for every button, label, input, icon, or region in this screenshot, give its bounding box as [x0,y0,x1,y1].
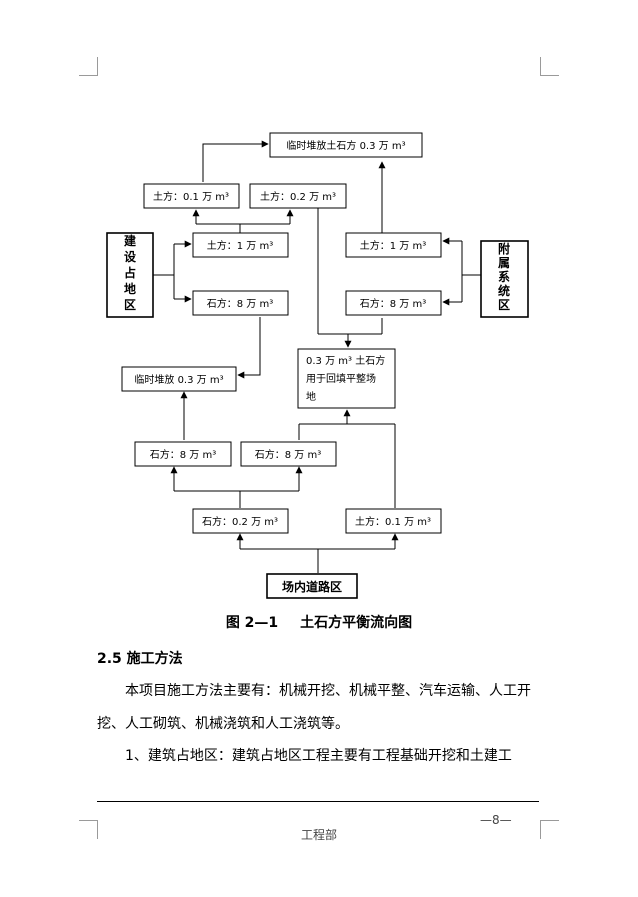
label-earth-1-left: 土方：1 万 m³ [207,239,273,252]
connector-lines [153,140,481,573]
label-backfill-line-1: 0.3 万 m³ 土石方 [306,354,385,367]
crop-mark-bottom-right [540,820,559,839]
label-stone-8-left: 石方：8 万 m³ [207,297,273,310]
label-stone-02-bottom: 石方：0.2 万 m³ [202,515,278,528]
label-earth-01-bottom: 土方：0.1 万 m³ [355,515,431,528]
box-auxiliary-area: 附属系统区 [480,240,529,318]
label-temp-stockpile-top: 临时堆放土石方 0.3 万 m³ [286,139,405,152]
box-earth-01-top: 土方：0.1 万 m³ [143,183,240,209]
paragraph-building-area: 1、建筑占地区：建筑占地区工程主要有工程基础开挖和土建工 [125,748,512,764]
page-number: —8— [480,813,512,827]
box-temp-stockpile-top: 临时堆放土石方 0.3 万 m³ [269,132,423,158]
earthwork-flow-diagram: 临时堆放土石方 0.3 万 m³ 土方：0.1 万 m³ 土方：0.2 万 m³… [106,132,529,599]
label-backfill-line-2: 用于回填平整场 [306,372,376,385]
figure-title: 土石方平衡流向图 [300,615,413,631]
box-building-area: 建设占地区 [106,232,154,318]
label-earth-02-top: 土方：0.2 万 m³ [260,190,336,203]
box-earth-02-top: 土方：0.2 万 m³ [249,183,347,209]
box-stone-8-left: 石方：8 万 m³ [192,290,289,316]
figure-caption: 图 2—1 土石方平衡流向图 [0,612,638,632]
label-temp-stockpile-mid: 临时堆放 0.3 万 m³ [134,373,223,386]
label-auxiliary-area-1: 附属系统区 [498,241,510,312]
footer-text: 工程部 [300,828,337,842]
box-temp-stockpile-mid: 临时堆放 0.3 万 m³ [121,366,237,392]
label-backfill-line-3: 地 [306,390,316,403]
crop-mark-top-right [540,57,559,76]
box-earth-1-left: 土方：1 万 m³ [192,232,289,258]
box-stone-02-bottom: 石方：0.2 万 m³ [192,508,289,534]
box-earth-01-bottom: 土方：0.1 万 m³ [345,508,442,534]
box-stone-8-low-mid: 石方：8 万 m³ [240,441,337,467]
label-stone-8-low-left: 石方：8 万 m³ [150,448,216,461]
label-road-area: 场内道路区 [282,579,342,594]
box-backfill: 0.3 万 m³ 土石方 用于回填平整场 地 [297,348,396,409]
box-stone-8-low-left: 石方：8 万 m³ [134,441,232,467]
label-earth-01-top: 土方：0.1 万 m³ [153,190,229,203]
box-earth-1-right: 土方：1 万 m³ [345,232,442,258]
box-stone-8-right: 石方：8 万 m³ [345,290,442,316]
label-earth-1-right: 土方：1 万 m³ [360,239,426,252]
crop-mark-bottom-left [79,820,98,839]
section-heading: 2.5 施工方法 [97,651,183,667]
box-road-area: 场内道路区 [266,573,358,599]
crop-mark-top-left [79,57,98,76]
paragraph-construction-methods: 本项目施工方法主要有：机械开挖、机械平整、汽车运输、人工开挖、人工砌筑、机械浇筑… [97,683,531,732]
label-stone-8-right: 石方：8 万 m³ [360,297,426,310]
figure-number: 图 2—1 [225,615,279,631]
label-stone-8-low-mid: 石方：8 万 m³ [255,448,321,461]
footer-rule [97,801,539,802]
label-building-area-1: 建设占地区 [123,233,137,312]
